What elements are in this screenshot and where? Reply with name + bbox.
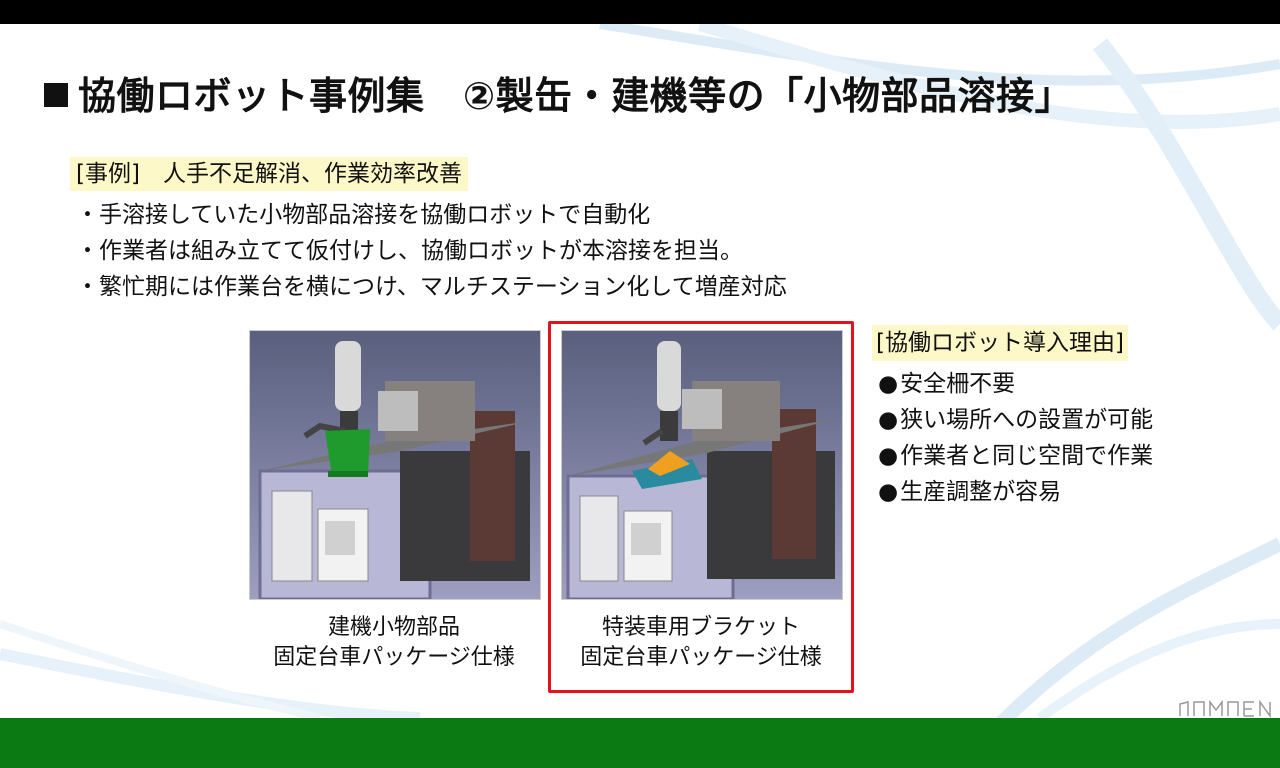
figure-caption-construction-parts: 建機小物部品 固定台車パッケージ仕様 <box>249 613 539 673</box>
background-wave-decoration <box>0 24 1280 718</box>
case-bullet-item: 手溶接していた小物部品溶接を協働ロボットで自動化 <box>76 197 787 233</box>
case-bullet-item: 作業者は組み立てて仮付けし、協働ロボットが本溶接を担当。 <box>76 233 787 269</box>
reason-item: 狭い場所への設置が可能 <box>878 402 1153 438</box>
case-bullet-list: 手溶接していた小物部品溶接を協働ロボットで自動化 作業者は組み立てて仮付けし、協… <box>76 197 787 305</box>
slide-title: 協働ロボット事例集 ②製缶・建機等の「小物部品溶接」 <box>44 68 1073 124</box>
caption-line: 固定台車パッケージ仕様 <box>580 645 822 670</box>
slide-title-text: 協働ロボット事例集 ②製缶・建機等の「小物部品溶接」 <box>78 74 1074 118</box>
caption-line: 固定台車パッケージ仕様 <box>273 645 515 670</box>
welding-cart-image-construction-parts <box>249 330 541 600</box>
highlight-frame <box>548 321 854 693</box>
figure-caption-bracket: 特装車用ブラケット 固定台車パッケージ仕様 <box>561 613 841 673</box>
square-bullet-icon <box>44 83 68 107</box>
reason-item: 生産調整が容易 <box>878 474 1153 510</box>
reasons-title: [協働ロボット導入理由] <box>872 325 1128 361</box>
reason-item: 作業者と同じ空間で作業 <box>878 438 1153 474</box>
case-bullet-item: 繁忙期には作業台を横につけ、マルチステーション化して増産対応 <box>76 269 787 305</box>
bottom-green-bar <box>0 718 1280 768</box>
welding-cart-image-bracket <box>561 330 843 600</box>
reason-item: 安全柵不要 <box>878 366 1153 402</box>
reasons-list: 安全柵不要 狭い場所への設置が可能 作業者と同じ空間で作業 生産調整が容易 <box>878 366 1153 510</box>
caption-line: 特装車用ブラケット <box>601 615 800 640</box>
case-label: [事例] 人手不足解消、作業効率改善 <box>70 157 468 191</box>
caption-line: 建機小物部品 <box>327 615 460 640</box>
company-logo <box>1179 699 1271 718</box>
top-letterbox-bar <box>0 0 1280 24</box>
